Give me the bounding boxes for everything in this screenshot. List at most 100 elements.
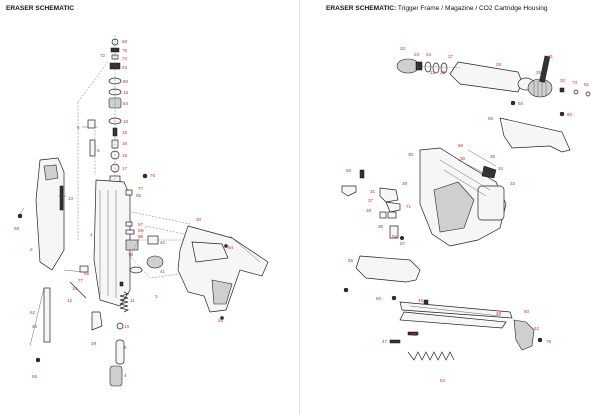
trigger-frame-body (419, 147, 507, 247)
callout-29: 29 (91, 341, 97, 346)
right-panel-title: ERASER SCHEMATIC: Trigger Frame / Magazi… (326, 5, 548, 12)
callout-75: 75 (122, 48, 128, 53)
callout-10: 10 (124, 324, 130, 329)
slide-small-parts (125, 173, 164, 274)
left-callouts: 58 75 72 74 63 80 18 84 18 6 15 5 16 19 … (14, 39, 234, 379)
trigger-frame-grip (177, 225, 269, 320)
magazine-rail (389, 299, 543, 361)
callout-33: 33 (510, 181, 516, 186)
callout-20: 20 (400, 46, 406, 51)
callout-71: 71 (406, 204, 412, 209)
callout-55b: 55 (348, 258, 354, 263)
pin-6 (82, 119, 98, 157)
callout-72: 72 (100, 53, 106, 58)
callout-30: 30 (408, 152, 414, 157)
callout-34: 34 (498, 166, 504, 171)
callout-24: 24 (426, 52, 432, 57)
callout-1: 1 (90, 232, 93, 237)
callout-60a: 60 (518, 101, 524, 106)
callout-31b: 31 (370, 189, 376, 194)
callout-8: 8 (124, 345, 127, 350)
left-panel-title: ERASER SCHEMATIC (6, 5, 75, 12)
callout-81: 81 (584, 82, 590, 87)
lower-parts (17, 195, 130, 387)
callout-53: 53 (440, 378, 446, 383)
callout-66: 66 (138, 234, 144, 239)
callout-2: 2 (30, 247, 33, 252)
callout-16: 16 (122, 141, 128, 146)
callout-63: 63 (122, 65, 128, 70)
callout-42: 42 (160, 240, 166, 245)
callout-27: 27 (448, 54, 454, 59)
callout-78: 78 (128, 252, 134, 257)
callout-35: 35 (490, 154, 496, 159)
callout-16b: 16 (72, 286, 78, 291)
grip-panel-left (343, 255, 421, 301)
callout-54: 54 (392, 234, 398, 239)
callout-28: 28 (32, 324, 38, 329)
callout-59: 59 (458, 143, 464, 148)
callout-60b: 60 (567, 112, 573, 117)
slide-half-right (93, 179, 131, 307)
co2-housing-row (396, 55, 591, 98)
callout-4: 4 (124, 373, 127, 378)
callout-77b: 77 (78, 278, 84, 283)
callout-23: 23 (414, 52, 420, 57)
callout-47: 47 (382, 339, 388, 344)
panel-divider (299, 0, 300, 414)
callout-21: 21 (430, 70, 436, 75)
callout-64b: 64 (218, 318, 224, 323)
callout-62: 62 (30, 310, 36, 315)
callout-59: 59 (138, 228, 144, 233)
callout-30: 30 (196, 217, 202, 222)
slide-half-left (35, 157, 65, 271)
callout-56: 56 (32, 374, 38, 379)
callout-37: 37 (368, 198, 374, 203)
guide-lines (77, 35, 191, 241)
callout-41: 41 (160, 269, 166, 274)
callout-6: 6 (77, 125, 80, 130)
left-panel-slide-assembly: ERASER SCHEMATIC (6, 5, 269, 387)
callout-52: 52 (534, 326, 540, 331)
callout-39: 39 (402, 181, 408, 186)
callout-18b: 18 (123, 119, 129, 124)
callout-12: 12 (67, 298, 73, 303)
callout-57: 57 (138, 222, 144, 227)
callout-38: 38 (366, 208, 372, 213)
callout-55: 55 (488, 116, 494, 121)
callout-84: 84 (123, 101, 129, 106)
callout-31: 31 (548, 54, 554, 59)
callout-65b: 65 (84, 271, 90, 276)
trigger-frame-exploded-diagram: 20 23 24 27 26 25 31 32 73 81 21 22 60 5… (341, 46, 591, 383)
callout-15: 15 (122, 130, 128, 135)
callout-60c: 60 (376, 296, 382, 301)
callout-57: 57 (400, 241, 406, 246)
trigger-small-parts (341, 149, 497, 241)
callout-68: 68 (14, 226, 20, 231)
callout-46: 46 (418, 298, 424, 303)
callout-76: 76 (150, 173, 156, 178)
callout-65: 65 (136, 193, 142, 198)
callout-51: 51 (412, 332, 418, 337)
callout-18a: 18 (123, 90, 129, 95)
callout-77: 77 (138, 186, 144, 191)
callout-17: 17 (122, 166, 128, 171)
callout-36: 36 (460, 156, 466, 161)
callout-26: 26 (496, 62, 502, 67)
grip-panel-right (499, 100, 571, 153)
callout-49: 49 (496, 311, 502, 316)
callout-36b: 36 (378, 224, 384, 229)
callout-3: 3 (155, 294, 158, 299)
callout-74: 74 (122, 56, 128, 61)
callout-11: 11 (130, 298, 135, 303)
right-callouts: 20 23 24 27 26 25 31 32 73 81 21 22 60 5… (346, 46, 590, 383)
callout-80: 80 (123, 79, 129, 84)
callout-5: 5 (97, 148, 100, 153)
callout-50: 50 (524, 309, 530, 314)
callout-79: 79 (546, 339, 552, 344)
callout-58: 58 (122, 39, 128, 44)
slide-exploded-diagram: 58 75 72 74 63 80 18 84 18 6 15 5 16 19 … (14, 35, 269, 387)
callout-64a: 64 (228, 245, 234, 250)
right-panel-trigger-frame: ERASER SCHEMATIC: Trigger Frame / Magazi… (300, 0, 600, 414)
